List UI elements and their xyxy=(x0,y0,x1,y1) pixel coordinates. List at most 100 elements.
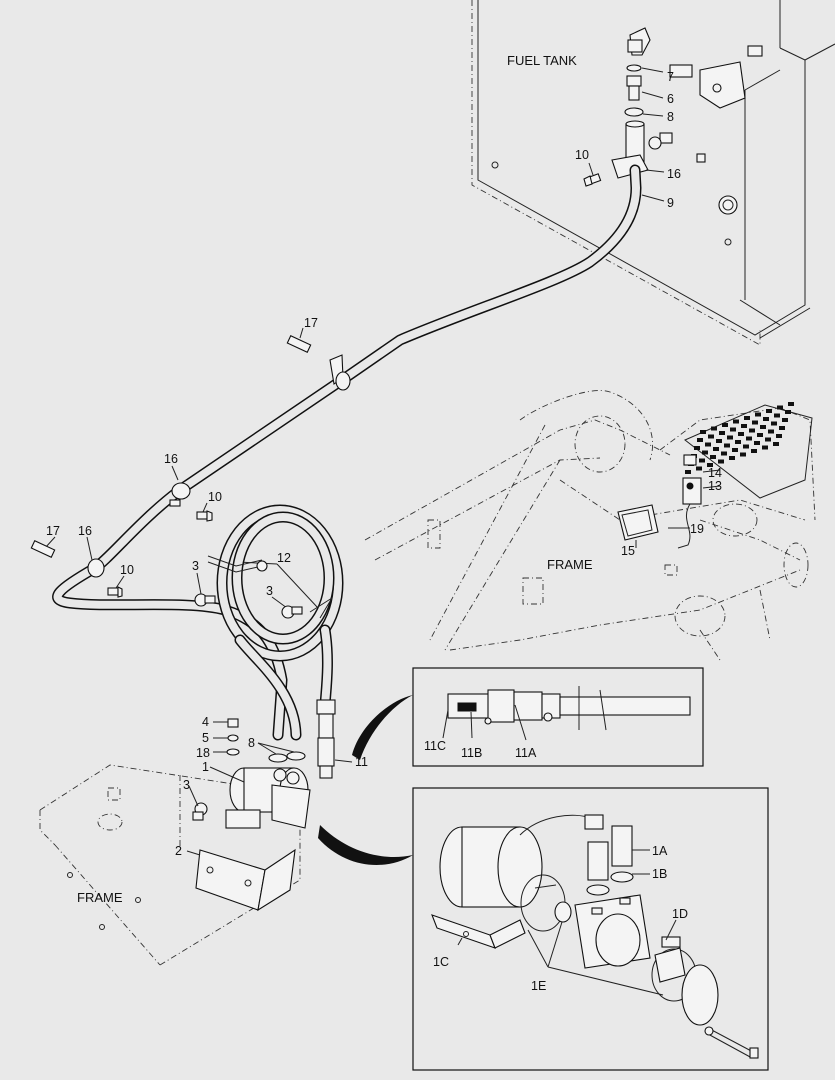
grid-hole xyxy=(718,459,724,464)
callout-13: 13 xyxy=(708,479,722,493)
grid-hole xyxy=(746,436,752,441)
grid-hole xyxy=(730,427,736,432)
grid-hole xyxy=(713,447,719,451)
relay-assembly xyxy=(617,454,721,549)
callout-16: 16 xyxy=(164,452,178,466)
callout-10: 10 xyxy=(575,148,589,162)
grid-hole xyxy=(738,432,744,436)
detail-box-hose-fitting xyxy=(412,667,704,767)
grid-hole xyxy=(765,437,771,442)
callout-5: 5 xyxy=(202,731,209,745)
grid-hole xyxy=(711,426,717,431)
hose-clamps xyxy=(30,334,351,619)
callout-10: 10 xyxy=(120,563,134,577)
grid-hole xyxy=(768,429,774,434)
fuel-tank xyxy=(471,0,835,346)
grid-hole xyxy=(749,428,755,433)
grid-hole xyxy=(724,443,730,448)
callout-17: 17 xyxy=(46,524,60,538)
callout-1a: 1A xyxy=(652,844,668,858)
frame-left-label: FRAME xyxy=(77,890,123,905)
grid-hole xyxy=(707,463,713,467)
callout-18: 18 xyxy=(196,746,210,760)
grid-hole xyxy=(729,456,735,460)
callout-8: 8 xyxy=(667,110,674,124)
detail-box-pump-exploded xyxy=(412,787,769,1071)
grid-hole xyxy=(697,438,703,442)
callout-6: 6 xyxy=(667,92,674,106)
fuel-pump xyxy=(186,718,311,912)
grid-hole xyxy=(700,430,706,434)
grid-hole xyxy=(743,444,749,449)
grid-hole xyxy=(721,451,727,456)
grid-hole xyxy=(779,426,785,430)
grid-hole xyxy=(776,434,782,438)
callout-16: 16 xyxy=(667,167,681,181)
grid-hole xyxy=(719,431,725,435)
grid-panel xyxy=(684,402,813,499)
callout-14: 14 xyxy=(708,466,722,480)
callout-15: 15 xyxy=(621,544,635,558)
grid-hole xyxy=(771,421,777,426)
callout-1b: 1B xyxy=(652,867,667,881)
grid-hole xyxy=(774,413,780,418)
grid-hole xyxy=(762,445,768,450)
callout-3: 3 xyxy=(266,584,273,598)
grid-hole xyxy=(696,466,702,471)
grid-hole xyxy=(755,412,761,417)
grid-hole xyxy=(732,448,738,452)
grid-hole xyxy=(722,423,728,427)
grid-hole xyxy=(766,409,772,413)
grid-hole xyxy=(741,424,747,428)
callout-19: 19 xyxy=(690,522,704,536)
grid-hole xyxy=(699,458,705,463)
grid-hole xyxy=(757,433,763,437)
grid-hole xyxy=(777,405,783,410)
grid-hole xyxy=(751,449,757,453)
grid-hole xyxy=(773,442,779,446)
callout-4: 4 xyxy=(202,715,209,729)
grid-hole xyxy=(685,470,691,474)
grid-hole xyxy=(735,440,741,444)
callout-3: 3 xyxy=(192,559,199,573)
callout-8: 8 xyxy=(248,736,255,750)
callout-11: 11 xyxy=(355,755,368,769)
callout-1c: 1C xyxy=(433,955,449,969)
grid-hole xyxy=(754,441,760,445)
grid-hole xyxy=(708,434,714,439)
grid-hole xyxy=(727,435,733,440)
callout-1e: 1E xyxy=(531,979,546,993)
hose-fitting-11 xyxy=(316,699,353,779)
grid-hole xyxy=(710,455,716,459)
callout-11b: 11B xyxy=(461,746,482,760)
fuel-hose xyxy=(52,164,642,741)
callout-11c: 11C xyxy=(424,739,446,753)
callout-1: 1 xyxy=(202,760,209,774)
grid-hole xyxy=(785,410,791,414)
grid-hole xyxy=(788,402,794,406)
grid-hole xyxy=(705,442,711,447)
callout-11a: 11A xyxy=(515,746,537,760)
callout-12: 12 xyxy=(277,551,291,565)
grid-hole xyxy=(763,417,769,421)
frame-right xyxy=(364,390,816,661)
fuel-tank-label: FUEL TANK xyxy=(507,53,577,68)
callout-3: 3 xyxy=(183,778,190,792)
callout-10: 10 xyxy=(208,490,222,504)
grid-hole xyxy=(782,418,788,422)
callout-1d: 1D xyxy=(672,907,688,921)
grid-hole xyxy=(694,446,700,450)
callout-17: 17 xyxy=(304,316,318,330)
callout-9: 9 xyxy=(667,196,674,210)
grid-hole xyxy=(716,439,722,443)
frame-right-label: FRAME xyxy=(547,557,593,572)
grid-hole xyxy=(744,416,750,420)
callout-2: 2 xyxy=(175,844,182,858)
grid-hole xyxy=(760,425,766,429)
grid-hole xyxy=(733,419,739,424)
grid-hole xyxy=(740,452,746,457)
grid-hole xyxy=(702,450,708,455)
grid-hole xyxy=(752,420,758,425)
